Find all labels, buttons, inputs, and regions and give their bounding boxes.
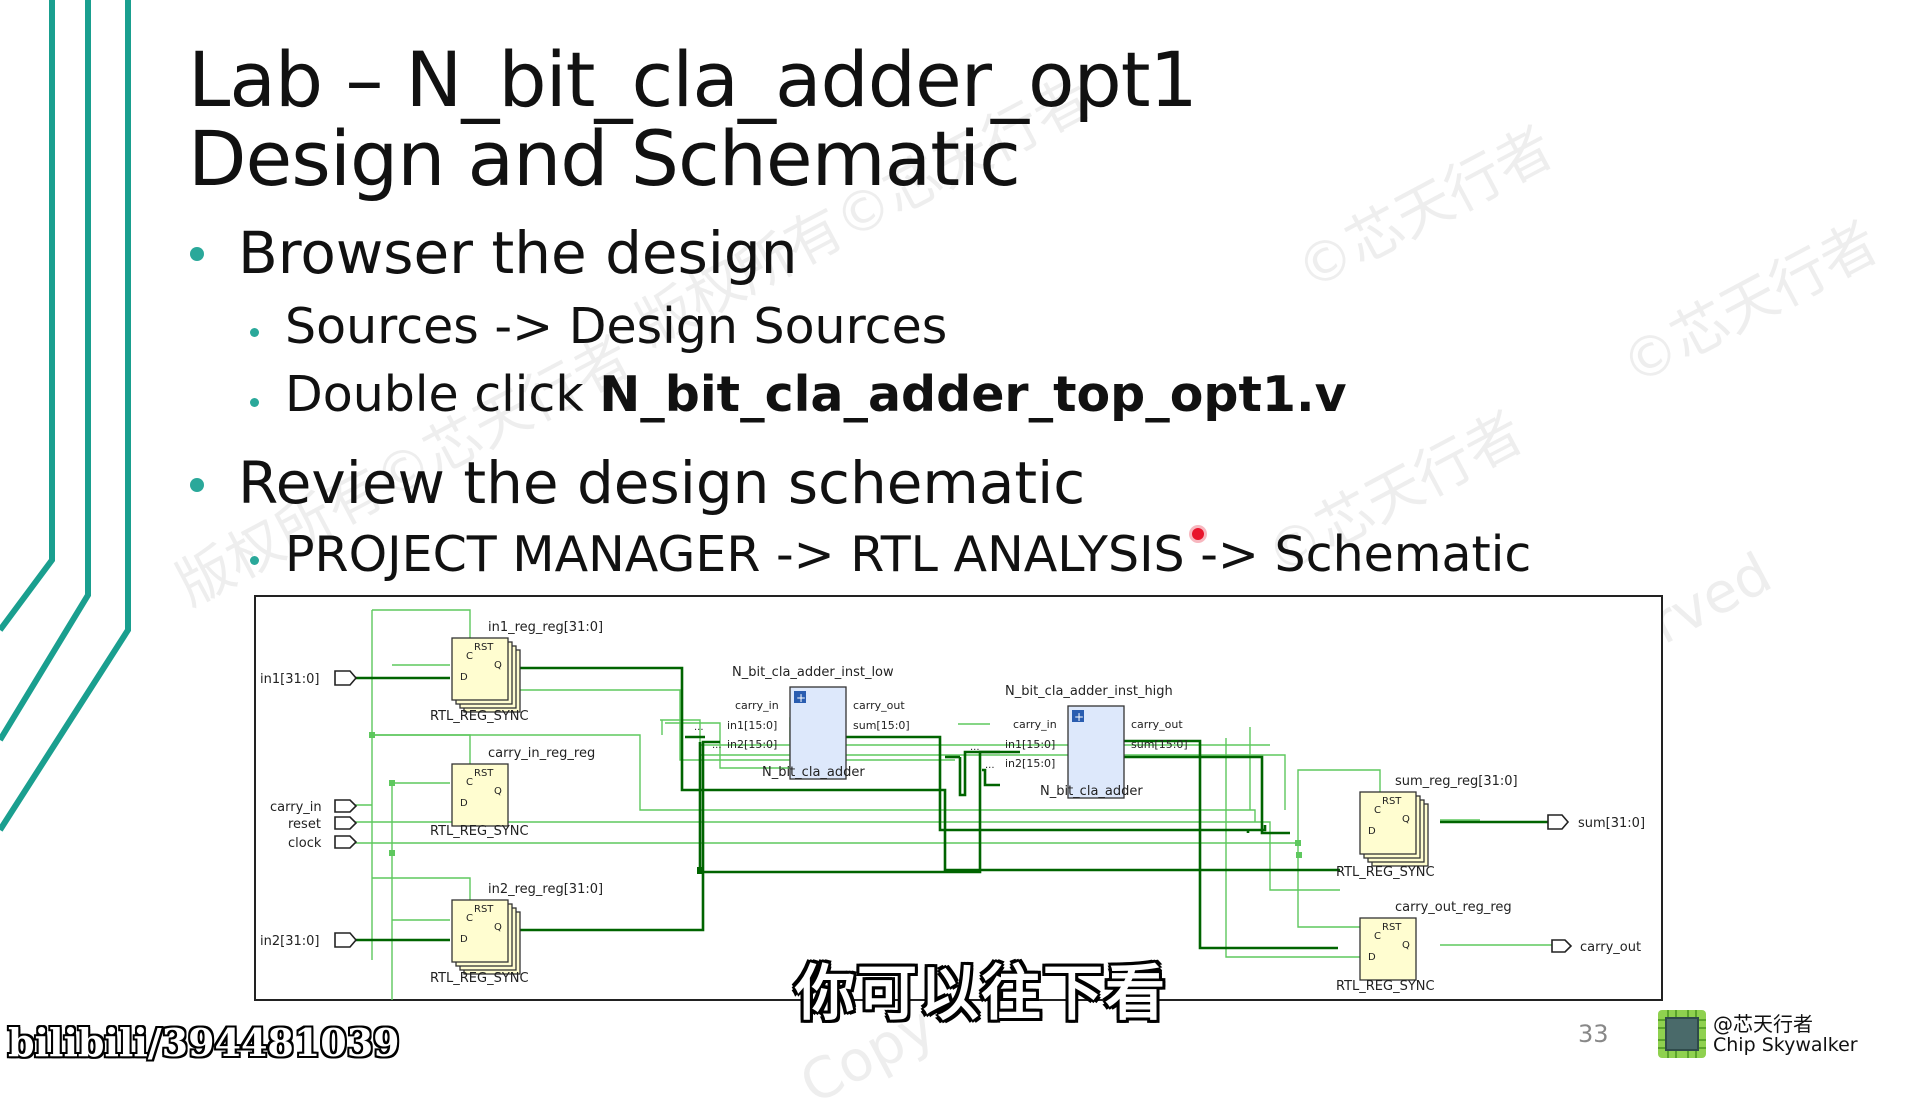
register-carry-in: RST C D Q (451, 763, 509, 827)
adder-inst-high: + (1067, 705, 1125, 799)
svg-text:C: C (1374, 805, 1381, 816)
svg-text:D: D (1368, 826, 1376, 837)
bullet-icon (250, 328, 259, 337)
svg-text:Q: Q (1402, 814, 1410, 825)
bullet-icon (190, 247, 204, 261)
sub-bullet-text: Sources -> Design Sources (285, 298, 948, 355)
ellipsis: ... (970, 742, 980, 753)
register-carry-out-type: RTL_REG_SYNC (1336, 979, 1435, 994)
slide-title-line1: Lab – N_bit_cla_adder_opt1 (188, 35, 1198, 124)
video-subtitle: 你可以往下看 (795, 959, 1167, 1029)
input-port-clock: clock (288, 835, 358, 851)
svg-text:+: + (1074, 710, 1084, 724)
bilibili-id: bilibili/394481039 (8, 1020, 400, 1065)
decorative-border (0, 0, 131, 832)
register-in1: RST C D Q (451, 637, 521, 713)
register-sum: RST C D Q (1359, 791, 1429, 867)
svg-text:Q: Q (494, 660, 502, 671)
output-port-sum: sum[31:0] (1547, 814, 1645, 831)
adder-low-pin: in1[15:0] (727, 719, 777, 732)
ellipsis: ... (712, 740, 722, 751)
adder-low-pin: sum[15:0] (853, 719, 910, 732)
slide-title-line2: Design and Schematic (188, 114, 1021, 203)
bullet-icon (250, 398, 259, 407)
svg-text:sum[31:0]: sum[31:0] (1578, 816, 1645, 831)
svg-text:reset: reset (288, 817, 321, 832)
mouse-pointer-icon (1192, 528, 1204, 540)
file-name: N_bit_cla_adder_top_opt1.v (599, 366, 1347, 423)
register-carry-out-name: carry_out_reg_reg (1395, 900, 1512, 915)
register-carry-out: RST C D Q (1359, 917, 1417, 981)
adder-high-pin: carry_in (1013, 718, 1057, 731)
register-carry-in-type: RTL_REG_SYNC (430, 824, 529, 839)
sub-bullet-prefix: Double click (285, 366, 600, 423)
adder-low-name: N_bit_cla_adder_inst_low (732, 665, 894, 680)
register-sum-name: sum_reg_reg[31:0] (1395, 774, 1518, 789)
adder-low-type: N_bit_cla_adder (762, 765, 865, 780)
svg-text:carry_in: carry_in (270, 800, 322, 815)
output-port-carry-out: carry_out (1551, 939, 1641, 955)
register-in2: RST C D Q (451, 899, 521, 975)
svg-text:C: C (1374, 931, 1381, 942)
adder-low-pin: carry_in (735, 699, 779, 712)
sub-bullet-text: Double click N_bit_cla_adder_top_opt1.v (285, 366, 1347, 424)
adder-high-pin: sum[15:0] (1131, 738, 1188, 751)
adder-low-pin: carry_out (853, 699, 905, 712)
sub-bullet-text: PROJECT MANAGER -> RTL ANALYSIS -> Schem… (285, 526, 1532, 583)
control-wires (355, 609, 1555, 1000)
svg-text:in2[31:0]: in2[31:0] (260, 934, 319, 949)
svg-text:C: C (466, 913, 473, 924)
svg-text:RST: RST (474, 642, 494, 653)
input-port-in2: in2[31:0] (260, 932, 358, 949)
input-port-carry-in: carry_in (270, 799, 358, 815)
register-in2-name: in2_reg_reg[31:0] (488, 882, 603, 897)
svg-text:RST: RST (474, 768, 494, 779)
bullet-text: Browser the design (238, 219, 798, 287)
svg-text:RST: RST (1382, 796, 1402, 807)
rtl-schematic: in1[31:0] carry_in reset clock in2[31:0]… (254, 595, 1663, 1001)
bullet-icon (190, 478, 204, 492)
svg-text:RST: RST (1382, 922, 1402, 933)
svg-text:D: D (460, 798, 468, 809)
register-sum-type: RTL_REG_SYNC (1336, 865, 1435, 880)
brand-name: Chip Skywalker (1713, 1034, 1858, 1056)
ellipsis: ... (985, 760, 995, 771)
svg-text:carry_out: carry_out (1580, 940, 1641, 955)
bullet-text: Review the design schematic (238, 449, 1086, 517)
bullet-icon (250, 556, 259, 565)
ellipsis: ... (694, 722, 704, 733)
input-port-in1: in1[31:0] (260, 670, 358, 687)
svg-text:D: D (1368, 952, 1376, 963)
slide-title: Lab – N_bit_cla_adder_opt1 Design and Sc… (188, 35, 1198, 203)
adder-high-pin: in2[15:0] (1005, 757, 1055, 770)
adder-high-pin: in1[15:0] (1005, 738, 1055, 751)
wire-junctions (697, 867, 704, 874)
svg-text:Q: Q (494, 786, 502, 797)
register-in2-type: RTL_REG_SYNC (430, 971, 529, 986)
adder-high-type: N_bit_cla_adder (1040, 784, 1143, 799)
svg-text:C: C (466, 777, 473, 788)
svg-text:+: + (796, 691, 806, 705)
svg-text:RST: RST (474, 904, 494, 915)
register-in1-name: in1_reg_reg[31:0] (488, 620, 603, 635)
register-in1-type: RTL_REG_SYNC (430, 709, 529, 724)
chip-logo-icon (1658, 1010, 1706, 1058)
svg-text:Q: Q (494, 922, 502, 933)
adder-high-pin: carry_out (1131, 718, 1183, 731)
adder-low-pin: in2[15:0] (727, 738, 777, 751)
wire-junctions (369, 732, 1302, 858)
svg-text:Q: Q (1402, 940, 1410, 951)
adder-high-name: N_bit_cla_adder_inst_high (1005, 684, 1173, 699)
data-wires (355, 666, 1550, 950)
svg-text:D: D (460, 934, 468, 945)
adder-inst-low: + (789, 686, 847, 780)
svg-text:C: C (466, 651, 473, 662)
svg-text:D: D (460, 672, 468, 683)
brand-handle: @芯天行者 (1713, 1012, 1813, 1036)
register-carry-in-name: carry_in_reg_reg (488, 746, 595, 761)
svg-text:in1[31:0]: in1[31:0] (260, 672, 319, 687)
svg-text:clock: clock (288, 836, 322, 851)
page-number: 33 (1578, 1020, 1609, 1048)
input-port-reset: reset (288, 816, 358, 832)
